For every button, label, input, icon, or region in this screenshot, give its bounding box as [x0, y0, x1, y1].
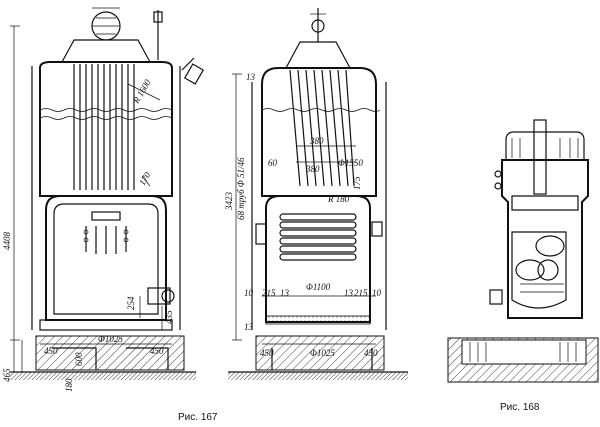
caption-fig168: Рис. 168: [500, 402, 540, 413]
dim-10-right: 10: [372, 288, 382, 298]
dim-175: 175: [352, 176, 362, 190]
dim-170: 170: [137, 170, 153, 187]
boiler-body: [501, 159, 589, 319]
dim-base-right: 450: [150, 346, 164, 356]
dim-1550: Φ1550: [338, 158, 363, 168]
dim-height-total: 4408: [2, 232, 12, 251]
dim-600: 600: [74, 352, 84, 366]
fire-tubes: [73, 64, 135, 190]
dim-380-a: 380: [309, 136, 324, 146]
steam-dome: [285, 41, 351, 69]
fig167-left-view: [10, 7, 205, 380]
dim-180: 180: [64, 378, 74, 392]
foundation-right: [255, 335, 385, 371]
foundation-left: [35, 335, 185, 371]
firebox: [265, 195, 371, 323]
upper-shell: [261, 67, 377, 197]
fig167-right-view: [228, 8, 408, 380]
dim-height-base: 465: [2, 368, 12, 382]
dim-380-b: 380: [305, 164, 320, 174]
dim-base-diam: Φ1025: [310, 348, 335, 358]
dim-60: 60: [268, 158, 278, 168]
dim-10-left: 10: [244, 288, 254, 298]
dim-13-mid2: 13: [344, 288, 354, 298]
inclined-tubes: [289, 69, 355, 187]
dim-13-top: 13: [246, 72, 256, 82]
upper-shell: [39, 61, 173, 197]
dim-base-left: 450: [44, 346, 58, 356]
pipes-label: 68 труб Φ 51/46: [236, 157, 246, 220]
bottom-flange: [147, 287, 171, 305]
fig168-view: [447, 119, 599, 383]
dim-13-mid: 13: [280, 288, 290, 298]
dim-215-left: 215: [262, 288, 276, 298]
water-coil: [279, 213, 357, 261]
fig168-labels: Рис. 168: [500, 402, 540, 413]
dim-height-3423: 3423: [224, 192, 234, 212]
dim-base-right: 450: [364, 348, 378, 358]
dim-13-bottom: 13: [244, 322, 254, 332]
dim-435: 435: [164, 310, 174, 324]
chimney: [533, 119, 547, 195]
dim-1100: Φ1100: [306, 282, 331, 292]
dim-254: 254: [126, 296, 136, 310]
top-cap: [505, 131, 585, 161]
caption-fig167: Рис. 167: [178, 412, 218, 423]
dim-base-left: 450: [260, 348, 274, 358]
dim-215-right: 215: [354, 288, 368, 298]
inner-drums: [515, 235, 565, 281]
outer-casing: [31, 66, 181, 330]
burner-nozzles: [83, 211, 129, 254]
steam-dome: [61, 39, 151, 63]
outer-casing: [251, 82, 387, 330]
dim-base-diam: Φ1025: [98, 334, 123, 344]
dim-r180: R 180: [327, 194, 350, 204]
firebox: [45, 195, 167, 321]
